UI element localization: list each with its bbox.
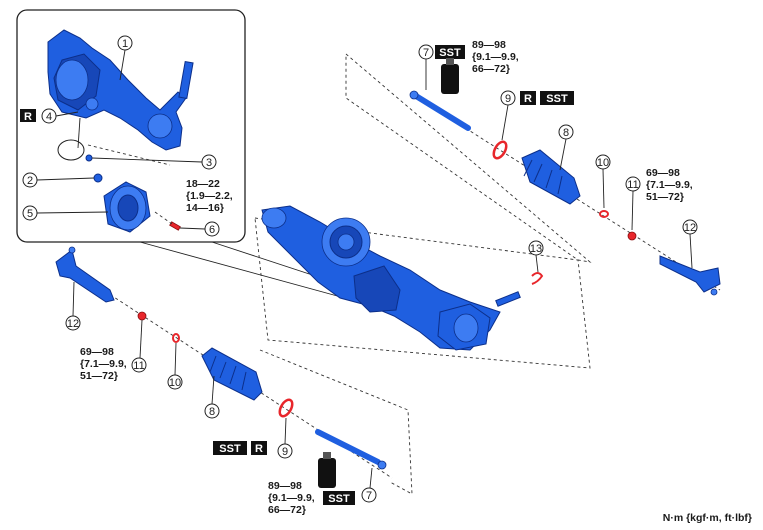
svg-text:{7.1—9.9,: {7.1—9.9, xyxy=(80,358,127,370)
svg-text:1: 1 xyxy=(122,38,128,50)
svg-text:51—72}: 51—72} xyxy=(646,191,684,203)
boot-band-upper xyxy=(492,140,508,160)
svg-text:9: 9 xyxy=(282,446,288,458)
callout-11-left: 11 xyxy=(131,311,147,373)
upper-dashed-frame xyxy=(345,53,592,263)
nut-part xyxy=(93,173,103,183)
svg-text:18—22: 18—22 xyxy=(186,178,220,190)
tie-rod-end-left xyxy=(55,246,115,303)
svg-text:R: R xyxy=(24,111,32,123)
callout-2: 2 xyxy=(22,172,95,188)
svg-text:89—98: 89—98 xyxy=(268,480,302,492)
svg-text:5: 5 xyxy=(27,208,33,220)
svg-text:6: 6 xyxy=(209,224,215,236)
r-badge-top xyxy=(520,91,536,105)
units-legend: N·m {kgf·m, ft·lbf} xyxy=(663,512,752,524)
callout-3: 3 xyxy=(91,154,217,170)
callout-11-top: 11 xyxy=(625,176,641,241)
svg-text:11: 11 xyxy=(133,360,144,372)
svg-text:R: R xyxy=(255,443,263,455)
svg-text:3: 3 xyxy=(206,157,212,169)
callout-9-bottom: 9 SST R xyxy=(213,417,293,459)
callout-8-left: 8 xyxy=(204,375,220,419)
inset-leader-line xyxy=(77,117,81,149)
callout-7-bottom: 7 SST xyxy=(318,452,377,505)
svg-text:51—72}: 51—72} xyxy=(80,370,118,382)
grease-icon xyxy=(441,58,459,94)
svg-text:2: 2 xyxy=(27,175,33,187)
r-badge-inset xyxy=(20,109,36,122)
callout-13: 13 xyxy=(528,240,544,285)
boot-upper xyxy=(521,149,581,205)
assembly-dashed-frame xyxy=(254,217,591,369)
callout-12-left: 12 xyxy=(65,281,81,331)
torque-spec-inset: 18—22 {1.9—2.2, 14—16} xyxy=(186,178,233,214)
svg-text:SST: SST xyxy=(546,93,568,105)
svg-text:8: 8 xyxy=(209,406,215,418)
svg-text:10: 10 xyxy=(597,157,609,169)
svg-text:12: 12 xyxy=(67,318,79,330)
grease-icon-bottom xyxy=(318,452,336,488)
callout-12-top: 12 xyxy=(682,219,698,269)
tie-rod-upper xyxy=(409,90,471,131)
torque-spec-left: 69—98 {7.1—9.9, 51—72} xyxy=(80,346,127,382)
svg-text:{9.1—9.9,: {9.1—9.9, xyxy=(472,51,519,63)
boot-band-lower xyxy=(278,398,294,418)
inset-leader-line xyxy=(139,241,353,301)
tie-rod-end-right xyxy=(659,255,721,296)
callout-4: R 4 xyxy=(20,108,79,124)
torque-spec-bottom: 89—98 {9.1—9.9, 66—72} xyxy=(268,480,315,516)
svg-text:89—98: 89—98 xyxy=(472,39,506,51)
callout-7-top: 7 SST xyxy=(418,44,465,94)
boot-lower xyxy=(201,347,263,401)
svg-text:66—72}: 66—72} xyxy=(472,63,510,75)
steering-gear-assembly xyxy=(261,205,521,351)
inset-gear-housing xyxy=(47,29,194,151)
sst-badge-top9 xyxy=(540,91,574,105)
svg-text:{9.1—9.9,: {9.1—9.9, xyxy=(268,492,315,504)
svg-text:SST: SST xyxy=(328,493,350,505)
sst-badge-bottom xyxy=(323,491,355,505)
svg-text:8: 8 xyxy=(563,127,569,139)
callout-10-left: 10 xyxy=(167,333,183,390)
clip-part xyxy=(531,272,544,285)
svg-text:69—98: 69—98 xyxy=(80,346,114,358)
callout-9-top: 9 R SST xyxy=(500,90,574,141)
sst-badge-top xyxy=(435,45,465,59)
o-ring-part xyxy=(57,139,85,161)
svg-text:66—72}: 66—72} xyxy=(268,504,306,516)
svg-text:{7.1—9.9,: {7.1—9.9, xyxy=(646,179,693,191)
svg-text:7: 7 xyxy=(423,47,429,59)
tie-rod-lower xyxy=(315,429,387,470)
motor-part xyxy=(103,181,151,233)
sst-badge-bottom9 xyxy=(213,441,247,455)
callout-10-top: 10 xyxy=(595,154,611,218)
callout-1: 1 xyxy=(117,35,133,81)
svg-text:69—98: 69—98 xyxy=(646,167,680,179)
callout-6: 6 xyxy=(179,221,220,237)
inset-axis-line xyxy=(87,144,171,166)
svg-text:9: 9 xyxy=(505,93,511,105)
svg-text:R: R xyxy=(524,93,532,105)
svg-text:SST: SST xyxy=(219,443,241,455)
svg-text:10: 10 xyxy=(169,377,181,389)
torque-spec-right: 69—98 {7.1—9.9, 51—72} xyxy=(646,167,693,203)
svg-text:13: 13 xyxy=(530,243,542,255)
svg-text:14—16}: 14—16} xyxy=(186,202,224,214)
pin-part xyxy=(85,154,93,162)
svg-text:11: 11 xyxy=(627,179,638,191)
r-badge-bottom9 xyxy=(251,441,267,455)
svg-text:{1.9—2.2,: {1.9—2.2, xyxy=(186,190,233,202)
svg-text:12: 12 xyxy=(684,222,696,234)
lower-dashed-frame xyxy=(259,349,413,495)
svg-text:SST: SST xyxy=(439,47,461,59)
callout-5: 5 xyxy=(22,205,109,221)
svg-text:4: 4 xyxy=(46,111,52,123)
svg-text:7: 7 xyxy=(366,490,372,502)
torque-spec-top: 89—98 {9.1—9.9, 66—72} xyxy=(472,39,519,75)
callout-8-top: 8 xyxy=(558,124,574,171)
